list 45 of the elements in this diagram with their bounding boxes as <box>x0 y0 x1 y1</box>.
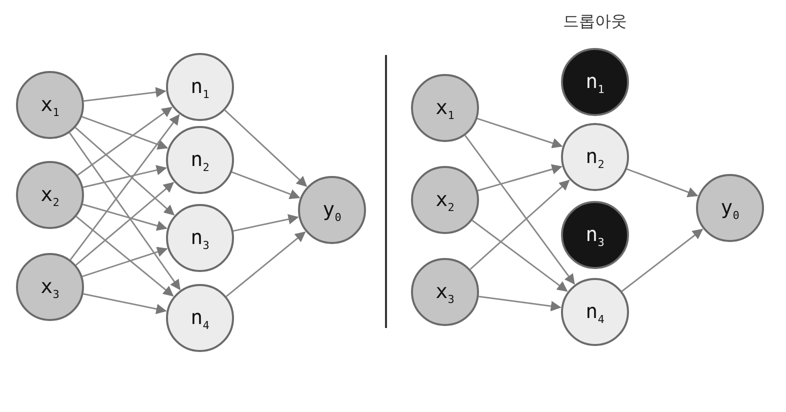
neuron-label: x$_{3}$ <box>436 278 454 306</box>
arrow <box>74 127 175 216</box>
neuron-label: n$_{3}$ <box>586 222 604 248</box>
arrow <box>82 165 167 188</box>
arrow <box>70 114 180 260</box>
neuron-circle <box>561 278 629 346</box>
neuron-label: n$_{2}$ <box>190 146 210 174</box>
arrow <box>226 232 306 298</box>
arrow <box>82 246 168 278</box>
neuron-label: n$_{1}$ <box>190 74 210 100</box>
arrow <box>478 296 562 312</box>
arrow <box>82 116 168 150</box>
neuron-label: x$_{1}$ <box>40 92 60 118</box>
arrow <box>75 182 174 266</box>
arrow <box>472 220 568 292</box>
neuron-circle <box>166 53 234 121</box>
neuron-label: x$_{3}$ <box>40 274 60 300</box>
panel-heading: 드롭아웃 <box>563 12 627 32</box>
arrow <box>68 132 180 290</box>
arrow <box>83 293 167 314</box>
arrow <box>621 228 704 292</box>
neuron-circle <box>166 284 234 352</box>
arrow <box>477 118 563 148</box>
neuron-label: x$_{1}$ <box>436 94 454 122</box>
neuron-label: x$_{2}$ <box>436 186 454 214</box>
arrow <box>233 214 299 232</box>
arrow <box>464 134 575 285</box>
arrow <box>77 106 172 176</box>
neuron-label: n$_{3}$ <box>190 224 210 252</box>
neuron-label: n$_{4}$ <box>586 298 604 326</box>
arrow <box>626 168 698 198</box>
arrow <box>224 110 308 187</box>
arrow <box>76 216 174 296</box>
neuron-label: y$_{0}$ <box>720 194 740 222</box>
neuron-circle <box>166 204 234 272</box>
neuron-label: n$_{2}$ <box>586 144 604 170</box>
neuron-label: y$_{0}$ <box>322 196 342 224</box>
arrow <box>477 164 562 192</box>
arrow <box>82 204 168 231</box>
neuron-label: x$_{2}$ <box>40 182 60 208</box>
arrow <box>232 171 300 200</box>
arrow <box>470 180 570 270</box>
arrow <box>84 87 166 102</box>
neuron-label: n$_{4}$ <box>190 304 210 332</box>
neuron-label: n$_{1}$ <box>586 68 604 96</box>
